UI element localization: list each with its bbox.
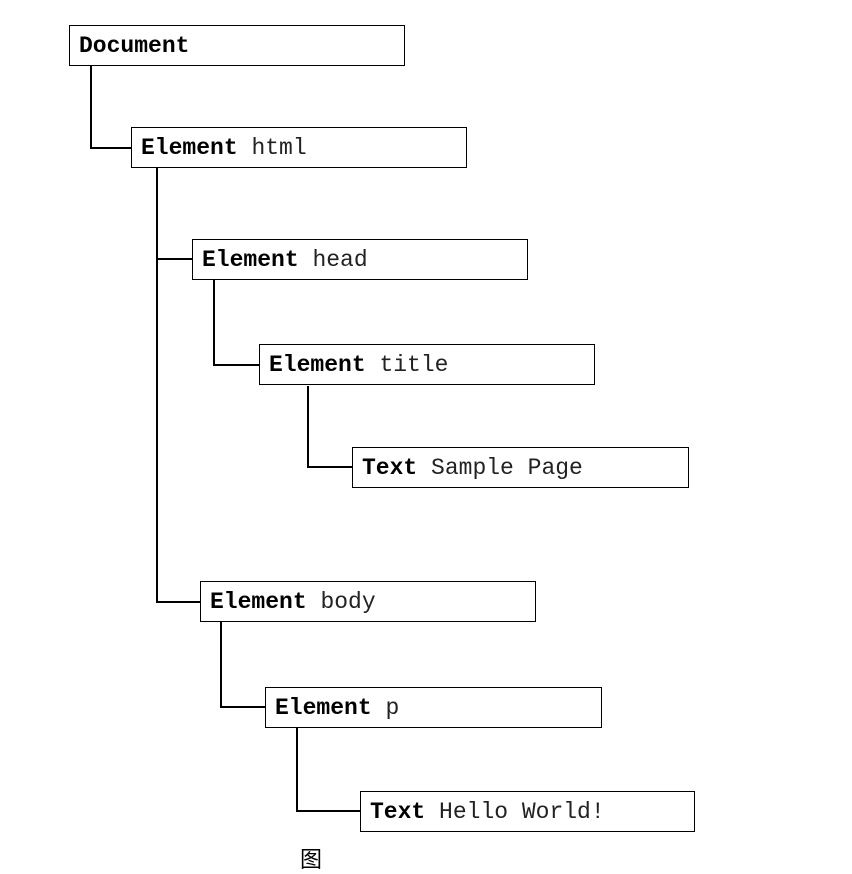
node-text-hello-world: Text Hello World! <box>360 791 695 832</box>
edge-p-text <box>296 728 361 812</box>
node-kind: Text <box>362 454 418 481</box>
node-element-head: Element head <box>192 239 528 280</box>
node-document: Document <box>69 25 405 66</box>
edge-html-head <box>156 168 193 260</box>
node-value: body <box>320 588 376 615</box>
node-element-body: Element body <box>200 581 536 622</box>
node-value: title <box>379 351 449 378</box>
node-kind: Document <box>79 32 190 59</box>
node-element-p: Element p <box>265 687 602 728</box>
node-kind: Element <box>202 246 299 273</box>
node-kind: Element <box>210 588 307 615</box>
node-element-title: Element title <box>259 344 595 385</box>
edge-document-html <box>90 66 132 149</box>
node-kind: Element <box>269 351 366 378</box>
node-value: head <box>312 246 368 273</box>
figure-caption: 图 <box>300 848 323 873</box>
edge-head-title <box>213 280 260 366</box>
node-kind: Element <box>275 694 372 721</box>
node-value: Hello World! <box>439 798 605 825</box>
edge-title-text <box>307 386 353 468</box>
node-value: p <box>385 694 400 721</box>
node-element-html: Element html <box>131 127 467 168</box>
edge-html-body <box>156 259 201 603</box>
node-text-sample-page: Text Sample Page <box>352 447 689 488</box>
edge-body-p <box>220 622 266 708</box>
node-value: html <box>251 134 307 161</box>
node-kind: Text <box>370 798 426 825</box>
node-value: Sample Page <box>431 454 583 481</box>
node-kind: Element <box>141 134 238 161</box>
